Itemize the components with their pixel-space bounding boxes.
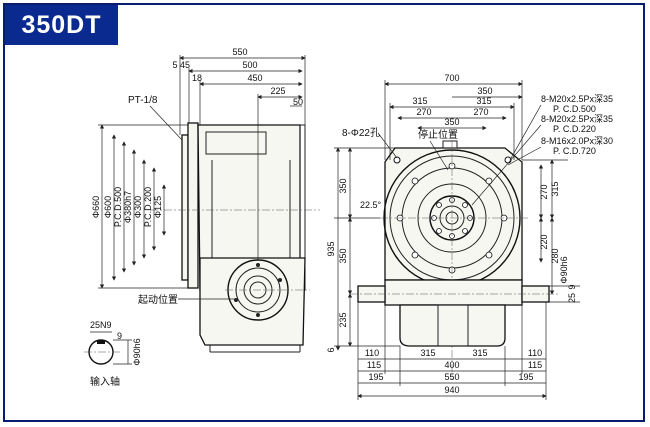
dim-phi380h7: Φ380h7 — [123, 191, 133, 223]
dim-pcd500: P.C.D.500 — [113, 187, 123, 227]
dim-400: 400 — [444, 360, 459, 370]
dim-110-right: 110 — [528, 348, 542, 358]
dim-940: 940 — [444, 385, 459, 395]
dim-550-bottom: 550 — [444, 372, 459, 382]
dim-500: 500 — [242, 60, 257, 70]
dim-18: 18 — [192, 73, 202, 83]
shaft-key-width: 25N9 — [90, 320, 112, 330]
input-shaft-detail: 25N9 9 Φ90h6 输入轴 — [84, 320, 142, 388]
dim-280: 280 — [550, 248, 560, 263]
dim-phi125: Φ125 — [153, 196, 163, 218]
shaft-dim-9: 9 — [117, 331, 122, 341]
dim-350-inner: 350 — [444, 117, 459, 127]
dim-6: 6 — [326, 347, 336, 352]
stop-position-label: 停止位置 — [418, 128, 458, 141]
dim-550: 550 — [232, 47, 247, 57]
angle-note: 22.5° — [360, 200, 382, 210]
dim-450: 450 — [247, 73, 262, 83]
thread-callouts: 8-M20x2.5Px深35 P. C.D.500 8-M20x2.5Px深35… — [471, 94, 613, 206]
dim-350-upper: 350 — [338, 178, 348, 193]
dim-700: 700 — [444, 73, 459, 83]
front-base — [384, 279, 523, 306]
side-diameter-dimensions: Φ660 Φ600 P.C.D.500 Φ380h7 Φ300 P.C.D.20… — [91, 124, 188, 289]
dim-350-top: 350 — [477, 86, 492, 96]
dim-phi90h6: Φ90h6 — [559, 256, 569, 283]
front-top-dimensions: 700 350 315 315 270 270 350 — [384, 73, 523, 160]
dim-45: 45 — [180, 60, 190, 70]
dim-phi660: Φ660 — [91, 196, 101, 218]
dim-50: 50 — [293, 97, 303, 107]
dim-115-right: 115 — [528, 360, 542, 370]
side-flange-plate — [187, 122, 199, 289]
dim-315-right: 315 — [476, 96, 491, 106]
dim-195-right: 195 — [518, 372, 533, 382]
model-title: 350DT — [5, 5, 118, 45]
dim-315-left: 315 — [412, 96, 427, 106]
dim-270-left: 270 — [416, 107, 431, 117]
dim-350-lower: 350 — [338, 248, 348, 263]
side-nameplate — [205, 131, 267, 155]
dim-235: 235 — [338, 312, 348, 327]
callout-3: P. C.D.220 — [553, 124, 596, 134]
callout-4: 8-M16x2.0Px深30 — [541, 136, 613, 146]
front-view: 700 350 315 315 270 270 350 8-Φ22孔 停止位置 … — [326, 73, 613, 400]
pt-label: PT-1/8 — [128, 95, 158, 106]
dim-225: 225 — [270, 86, 285, 96]
start-position-label: 起动位置 — [138, 293, 178, 306]
front-top-boss — [442, 140, 458, 149]
callout-0: 8-M20x2.5Px深35 — [541, 94, 613, 104]
callout-1: P. C.D.500 — [553, 104, 596, 114]
front-center-rib — [437, 304, 469, 347]
side-flange-thin — [181, 134, 189, 281]
front-lower-housing — [399, 304, 506, 347]
shaft-diameter: Φ90h6 — [132, 338, 142, 365]
dim-9-right: 9 — [567, 284, 577, 289]
dim-270-right-side: 270 — [539, 184, 549, 199]
dim-195-left: 195 — [368, 372, 383, 382]
dim-phi600: Φ600 — [103, 196, 113, 218]
front-bottom-dimensions: 110 315 315 110 115 400 115 195 550 195 … — [357, 302, 547, 400]
dim-315-right-side: 315 — [550, 181, 560, 196]
front-right-dimensions: 315 270 220 280 Φ90h6 9 25 — [522, 159, 580, 303]
hole-note: 8-Φ22孔 — [342, 127, 380, 139]
front-left-dimensions: 935 350 350 235 6 — [326, 147, 400, 353]
dim-110-left: 110 — [365, 348, 379, 358]
drawing-frame — [3, 3, 645, 422]
dim-25-right: 25 — [567, 293, 577, 303]
dim-935: 935 — [326, 241, 336, 256]
dim-270-right: 270 — [473, 107, 488, 117]
callout-2: 8-M20x2.5Px深35 — [541, 114, 613, 124]
callout-5: P. C.D.720 — [553, 146, 596, 156]
shaft-keyway — [97, 340, 105, 344]
side-lower-housing — [199, 257, 306, 346]
input-shaft-label: 输入轴 — [90, 375, 120, 388]
dim-115-left: 115 — [367, 360, 381, 370]
dim-315-br: 315 — [472, 348, 487, 358]
dim-pcd200: P.C.D.200 — [143, 187, 153, 227]
side-view: 550 5 45 500 18 450 225 50 PT-1/8 — [91, 47, 320, 353]
dim-phi300: Φ300 — [133, 196, 143, 218]
dim-220: 220 — [539, 234, 549, 249]
dim-315-bl: 315 — [420, 348, 435, 358]
dim-5: 5 — [172, 60, 177, 70]
side-top-dimensions: 550 5 45 500 18 450 225 50 — [172, 47, 306, 260]
